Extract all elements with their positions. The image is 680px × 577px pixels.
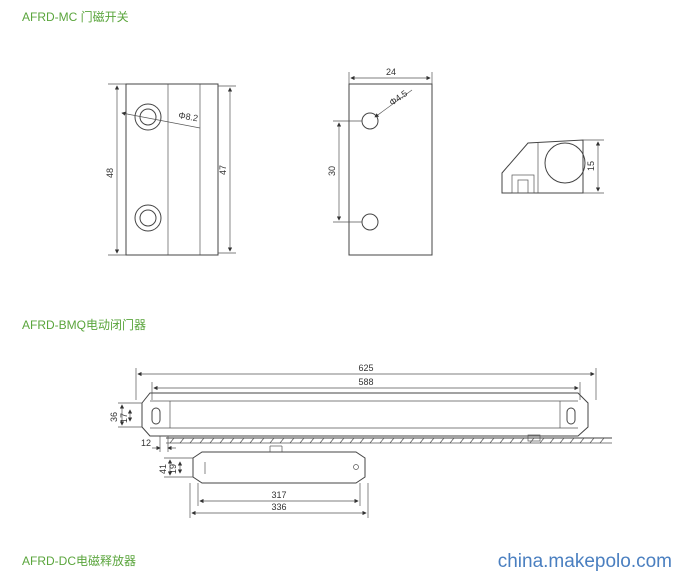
section-title-afrd-bmq: AFRD-BMQ电动闭门器 [22,318,146,332]
bmq-dim-317: 317 [271,490,286,500]
mc-front-view: 48 47 Φ8.2 [105,83,236,256]
mc-dim-15: 15 [586,161,596,171]
bmq-dim-36: 36 [109,412,119,422]
bmq-arm-view: 625 588 36 17 12 [109,363,612,452]
bmq-dim-41: 41 [158,464,168,474]
bmq-body-view: 41 19 317 336 [158,445,369,518]
mc-dim-phi-4-5: Φ4.5 [387,88,409,107]
section-title-afrd-dc: AFRD-DC电磁释放器 [22,554,136,568]
mc-side-view: 24 Φ4.5 30 [327,67,433,256]
bmq-dim-588: 588 [358,377,373,387]
mc-dim-48: 48 [105,168,115,178]
section-title-afrd-mc: AFRD-MC 门磁开关 [22,10,129,24]
mc-bracket-view: 15 [501,139,604,194]
bmq-dim-12: 12 [141,438,151,448]
mc-dim-30: 30 [327,166,337,176]
mc-dim-phi-8-2: Φ8.2 [178,110,199,123]
bmq-dim-17: 17 [119,413,129,423]
bmq-dim-336: 336 [271,502,286,512]
mc-dim-47: 47 [218,165,228,175]
mc-dim-24: 24 [386,67,396,77]
bmq-dim-19: 19 [168,464,178,474]
bmq-dim-625: 625 [358,363,373,373]
watermark: china.makepolo.com [497,551,672,572]
